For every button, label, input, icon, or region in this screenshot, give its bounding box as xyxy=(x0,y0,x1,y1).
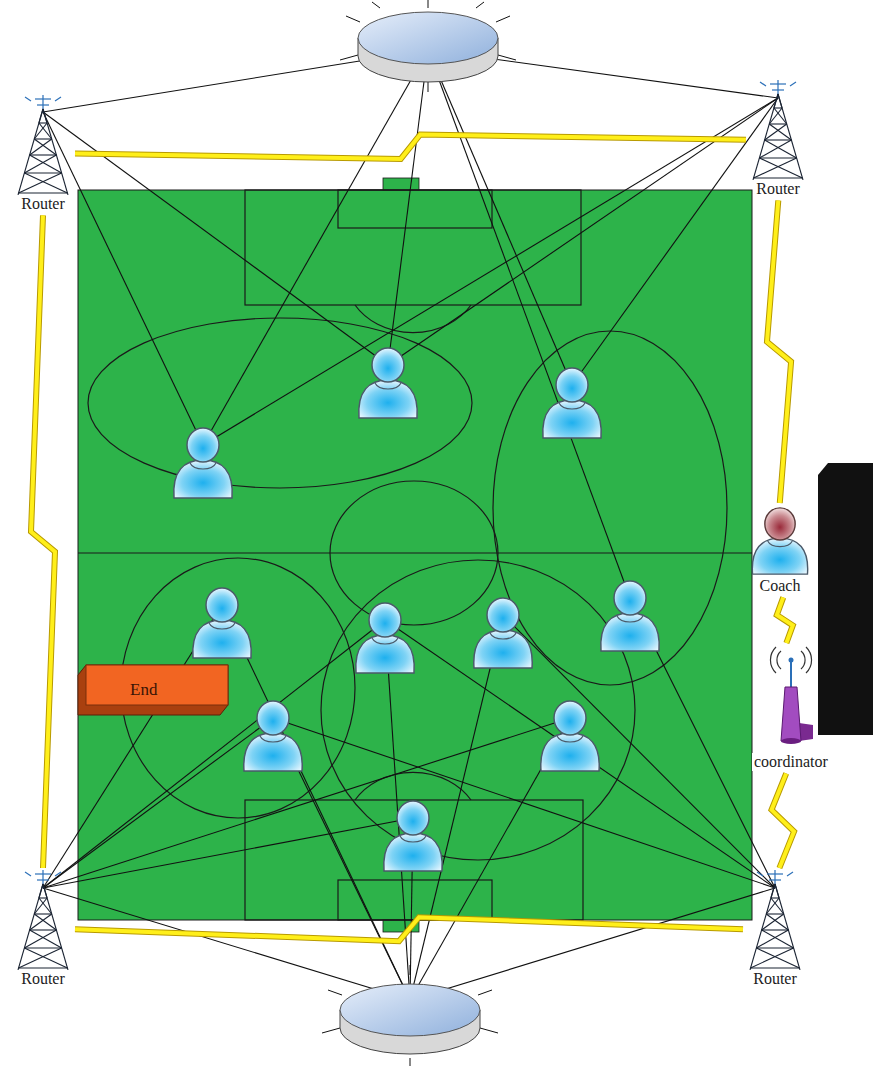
link-line xyxy=(43,888,410,1000)
router-icon xyxy=(13,95,73,195)
player-figure xyxy=(193,588,251,658)
wireless-link xyxy=(75,134,746,158)
node-label: Router xyxy=(754,180,802,198)
router-node: Router xyxy=(748,80,808,198)
node-label: Router xyxy=(19,970,67,988)
node-label: Coach xyxy=(758,577,803,595)
link-line xyxy=(503,615,775,888)
wireless-link xyxy=(777,597,793,643)
link-line xyxy=(273,718,775,888)
base-station xyxy=(322,965,498,1066)
link-line xyxy=(43,718,273,888)
player-figure xyxy=(356,603,414,673)
coach-node: Coach xyxy=(746,505,814,595)
coach-icon xyxy=(746,505,814,577)
player-figure xyxy=(384,801,442,871)
player-figure xyxy=(174,428,232,498)
router-icon xyxy=(13,870,73,970)
link-line xyxy=(203,50,428,445)
link-line xyxy=(43,718,570,888)
node-label: Router xyxy=(751,970,799,988)
router-icon xyxy=(748,80,808,180)
player-figure xyxy=(244,701,302,771)
player-figure xyxy=(601,581,659,651)
link-line xyxy=(385,620,775,888)
node-label: End xyxy=(78,680,181,700)
wireless-link xyxy=(75,917,743,941)
router-node: Router xyxy=(13,95,73,213)
link-line xyxy=(203,98,778,445)
link-line xyxy=(43,112,203,445)
link-line xyxy=(43,112,388,365)
wireless-link xyxy=(772,773,795,868)
base-station xyxy=(340,0,516,92)
link-line xyxy=(428,50,572,385)
wireless-link xyxy=(767,200,791,503)
wireless-link xyxy=(31,215,55,868)
coordinator-node: coordinator xyxy=(752,645,830,771)
coordinator-icon xyxy=(765,645,817,753)
router-node: Router xyxy=(745,870,805,988)
player-figure xyxy=(474,598,532,668)
router-node: Router xyxy=(13,870,73,988)
node-label: Router xyxy=(19,195,67,213)
player-figure xyxy=(541,701,599,771)
node-label: coordinator xyxy=(752,753,830,771)
router-icon xyxy=(745,870,805,970)
link-line xyxy=(43,620,385,888)
link-line xyxy=(410,888,775,1000)
end-node: End xyxy=(78,665,228,715)
player-figure xyxy=(543,368,601,438)
link-line xyxy=(388,50,428,365)
player-figure xyxy=(359,348,417,418)
